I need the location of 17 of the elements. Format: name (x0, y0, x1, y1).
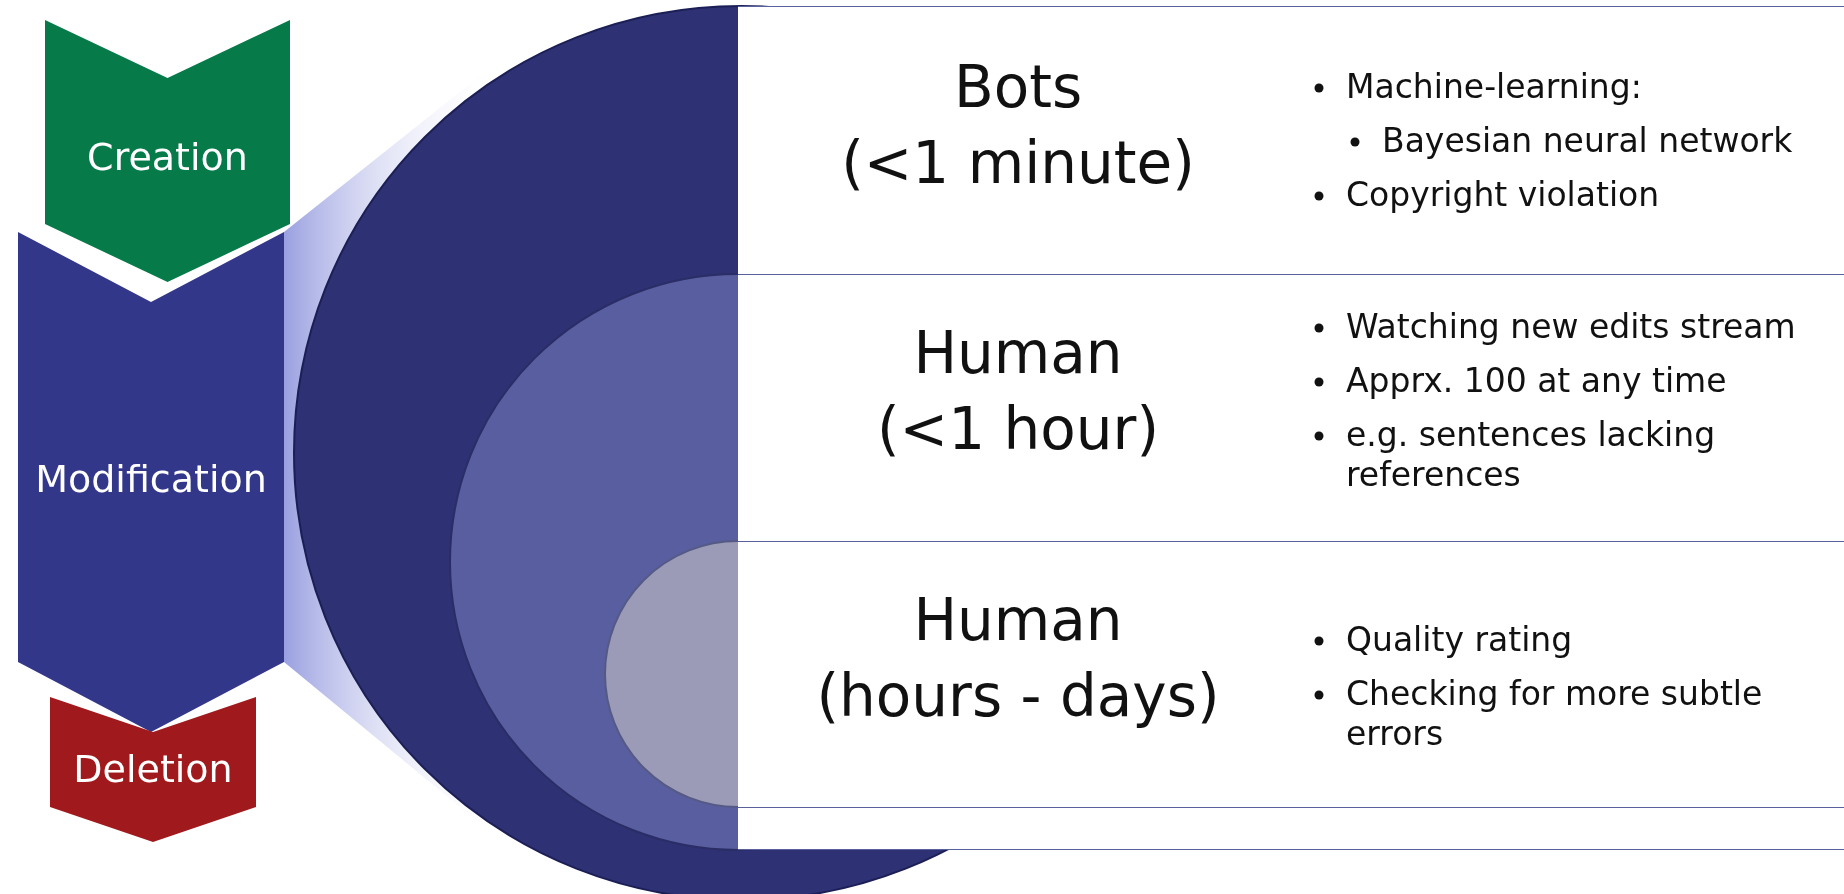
row-heading: Human (<1 hour) (875, 318, 1160, 465)
table-row (738, 6, 1844, 274)
table-row (738, 274, 1844, 541)
bullet-item: Watching new edits stream (1346, 307, 1796, 346)
table-row (738, 541, 1844, 807)
bullet-item: Machine-learning: (1346, 67, 1642, 106)
stage-label: Deletion (72, 747, 234, 791)
bullet-item: Apprx. 100 at any time (1346, 361, 1727, 400)
stage-label: Modification (34, 457, 268, 501)
bullet-item: e.g. sentences lacking references (1346, 415, 1716, 494)
bullet-item: Checking for more subtle errors (1346, 674, 1763, 753)
bullet-item: Bayesian neural network (1382, 121, 1793, 160)
bullet-item: Quality rating (1346, 620, 1573, 659)
bullet-item: Copyright violation (1346, 175, 1660, 214)
row-heading: Bots (<1 minute) (840, 52, 1196, 199)
stage-label: Creation (86, 135, 249, 179)
row-heading: Human (hours - days) (815, 585, 1221, 732)
